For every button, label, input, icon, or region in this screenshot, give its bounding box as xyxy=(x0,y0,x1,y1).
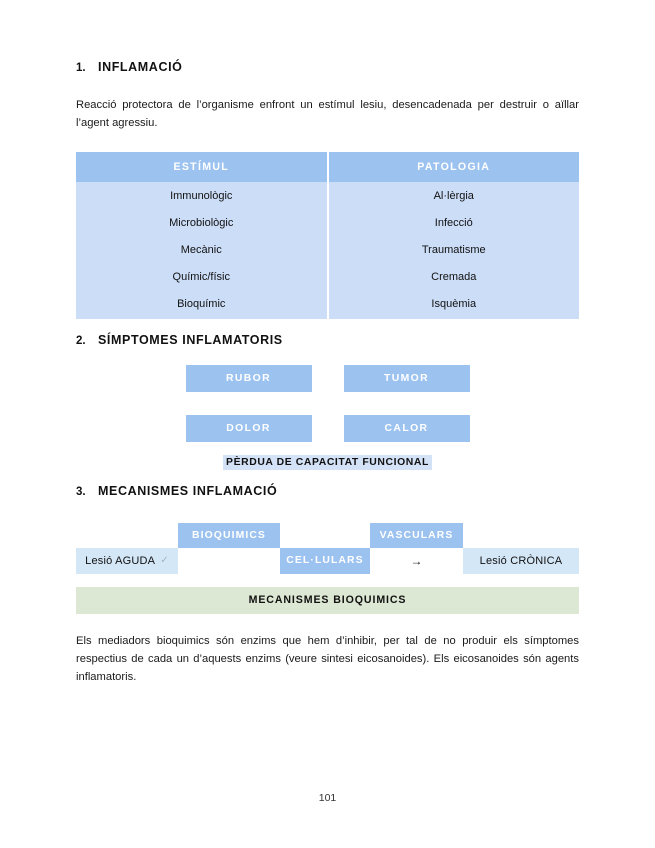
table-cell-pathology: Cremada xyxy=(327,263,579,291)
green-bar-mecanismes-bioquimics: MECANISMES BIOQUIMICS xyxy=(76,586,579,614)
symptom-caption: PÈRDUA DE CAPACITAT FUNCIONAL xyxy=(223,454,432,470)
mechanism-box-bioquimics: BIOQUIMICS xyxy=(178,522,280,548)
heading-text-2: SÍMPTOMES INFLAMATORIS xyxy=(98,332,283,347)
table-header-row: ESTÍMUL PATOLOGIA xyxy=(76,152,579,183)
mechanism-row-bottom: Lesió AGUDA ✓ CEL·LULARS → Lesió CRÒNICA xyxy=(76,547,579,574)
mechanism-arrow-cell: → xyxy=(370,547,463,574)
check-icon: ✓ xyxy=(160,555,169,567)
table-cell-stimulus: Mecànic xyxy=(76,236,329,264)
stimulus-pathology-table: ESTÍMUL PATOLOGIA Immunològic Al·lèrgia … xyxy=(76,152,579,319)
mechanism-spacer-right xyxy=(463,522,579,548)
table-cell-stimulus: Químic/físic xyxy=(76,263,329,291)
page-number: 101 xyxy=(318,792,337,804)
mechanism-spacer-mid xyxy=(280,522,370,548)
mechanism-box-cellulars: CEL·LULARS xyxy=(280,547,370,574)
heading-section-3: 3. MECANISMES INFLAMACIÓ xyxy=(76,484,579,498)
heading-section-1: 1. INFLAMACIÓ xyxy=(76,60,579,74)
symptom-box-tumor: TUMOR xyxy=(343,364,470,392)
symptom-diagram: RUBOR TUMOR DOLOR CALOR PÈRDUA DE CAPACI… xyxy=(76,364,579,470)
symptom-box-rubor: RUBOR xyxy=(185,364,312,392)
mechanism-gap-1 xyxy=(178,547,280,574)
table-cell-pathology: Traumatisme xyxy=(327,236,579,264)
mechanism-box-lesio-cronica: Lesió CRÒNICA xyxy=(463,547,579,574)
table-row: Immunològic Al·lèrgia xyxy=(76,182,579,210)
mechanism-lesio-aguda-label: Lesió AGUDA xyxy=(85,554,156,567)
table-row: Microbiològic Infecció xyxy=(76,209,579,237)
table-row: Bioquímic Isquèmia xyxy=(76,290,579,319)
table-cell-stimulus: Immunològic xyxy=(76,182,329,210)
heading-text-3: MECANISMES INFLAMACIÓ xyxy=(98,483,278,498)
heading-number-1: 1. xyxy=(76,62,86,74)
table-header-estimul: ESTÍMUL xyxy=(76,152,329,183)
mechanism-row-top: BIOQUIMICS VASCULARS xyxy=(76,522,579,548)
mechanism-diagram: BIOQUIMICS VASCULARS Lesió AGUDA ✓ CEL·L… xyxy=(76,522,579,574)
page-content: 1. INFLAMACIÓ Reacció protectora de l’or… xyxy=(76,60,579,686)
symptom-row-top: RUBOR TUMOR xyxy=(76,364,579,392)
symptom-caption-wrap: PÈRDUA DE CAPACITAT FUNCIONAL xyxy=(76,454,579,470)
arrow-right-icon: → xyxy=(410,553,423,568)
table-header-patologia: PATOLOGIA xyxy=(327,152,579,183)
table-cell-stimulus: Microbiològic xyxy=(76,209,329,237)
mechanism-spacer-left xyxy=(76,522,178,548)
closing-paragraph: Els mediadors bioquimics són enzims que … xyxy=(76,634,579,684)
mechanism-box-vasculars: VASCULARS xyxy=(370,522,463,548)
heading-text-1: INFLAMACIÓ xyxy=(98,60,183,74)
symptom-row-bottom: DOLOR CALOR xyxy=(76,414,579,442)
table-cell-pathology: Al·lèrgia xyxy=(327,182,579,210)
heading-section-2: 2. SÍMPTOMES INFLAMATORIS xyxy=(76,333,579,347)
table-cell-pathology: Infecció xyxy=(327,209,579,237)
table-cell-pathology: Isquèmia xyxy=(327,290,579,319)
heading-number-2: 2. xyxy=(76,334,86,347)
symptom-box-calor: CALOR xyxy=(343,414,470,442)
table-cell-stimulus: Bioquímic xyxy=(76,290,329,319)
symptom-box-dolor: DOLOR xyxy=(185,414,312,442)
intro-paragraph: Reacció protectora de l’organisme enfron… xyxy=(76,99,579,130)
mechanism-box-lesio-aguda: Lesió AGUDA ✓ xyxy=(76,547,178,574)
table-row: Mecànic Traumatisme xyxy=(76,236,579,264)
heading-number-3: 3. xyxy=(76,485,86,498)
table-row: Químic/físic Cremada xyxy=(76,263,579,291)
